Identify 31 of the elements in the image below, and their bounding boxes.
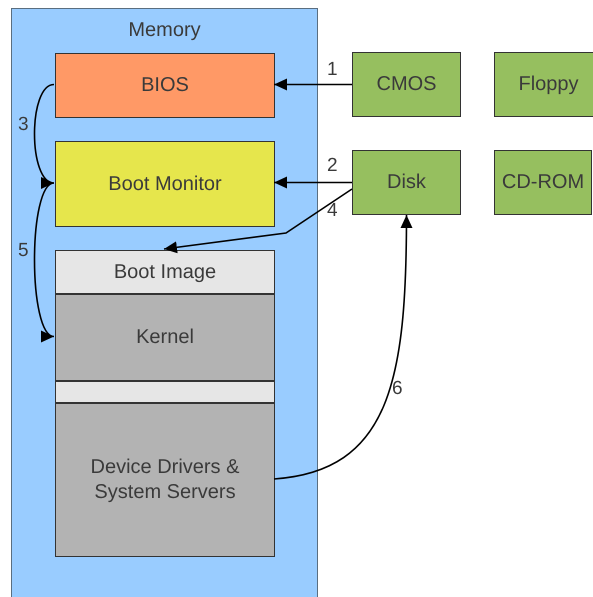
device-box [494, 150, 592, 215]
process-box [55, 53, 275, 118]
memory-segment [55, 250, 275, 294]
memory-segment [55, 403, 275, 557]
edge-label: 2 [327, 156, 338, 176]
region-title: Memory [128, 18, 201, 43]
node-label: Boot Monitor [108, 172, 222, 196]
node-label: Disk [387, 170, 426, 195]
arrow [164, 188, 352, 254]
edge-label: 5 [18, 241, 29, 261]
node-label: CD-ROM [502, 170, 584, 195]
edge-label: 1 [327, 60, 338, 80]
node-label: Floppy [518, 72, 579, 97]
memory-segment [55, 381, 275, 403]
edge-label: 3 [18, 115, 29, 135]
memory-region [11, 8, 318, 597]
node-label: BIOS [141, 73, 189, 98]
process-box [55, 141, 275, 227]
edge-label: 4 [327, 201, 338, 221]
arrow [274, 176, 352, 188]
node-label: Kernel [136, 325, 194, 350]
node-label: Boot Image [114, 260, 216, 284]
node-label: Device Drivers & System Servers [90, 455, 240, 505]
memory-segment [55, 294, 275, 381]
device-box [352, 150, 461, 215]
edge-label: 6 [392, 379, 403, 399]
arrow [274, 215, 412, 480]
device-box [494, 52, 593, 117]
node-label: CMOS [376, 72, 436, 97]
arrow [274, 78, 352, 90]
device-box [352, 52, 461, 117]
